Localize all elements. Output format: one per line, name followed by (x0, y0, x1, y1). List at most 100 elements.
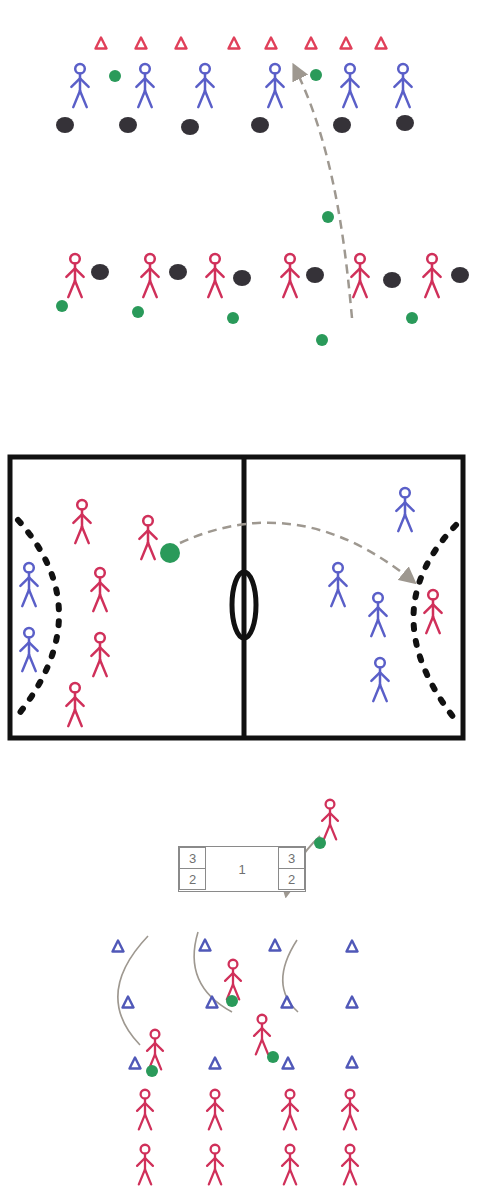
goal-zone: 3 (179, 847, 206, 869)
player (371, 658, 388, 701)
balls (146, 837, 326, 1077)
cone (347, 1057, 358, 1068)
player (424, 590, 441, 633)
pass-arrow (294, 66, 352, 318)
player (394, 64, 411, 107)
cone (123, 997, 134, 1008)
disc (119, 117, 137, 133)
player (137, 1145, 153, 1185)
cone (130, 1058, 141, 1069)
center-line (242, 457, 247, 738)
player (196, 64, 213, 107)
player (137, 1090, 153, 1130)
player (254, 1015, 270, 1055)
player (369, 593, 386, 636)
goal-zone: 3 (278, 847, 305, 869)
cone (282, 997, 293, 1008)
red-players (66, 500, 441, 726)
disc (91, 264, 109, 280)
cone (341, 38, 352, 49)
goal-zone: 2 (179, 868, 206, 890)
court-border (10, 457, 463, 738)
blue-cones (113, 940, 358, 1069)
player (147, 1030, 163, 1070)
blue-players (71, 64, 411, 107)
player (91, 568, 108, 611)
disc (233, 270, 251, 286)
red-players (137, 800, 358, 1185)
player (141, 254, 158, 297)
pass-arrow (180, 523, 414, 582)
player (20, 563, 37, 606)
player (73, 500, 90, 543)
black-discs (56, 115, 469, 288)
cone (229, 38, 240, 49)
disc (56, 117, 74, 133)
balls (56, 69, 418, 346)
court (10, 457, 463, 738)
player (329, 563, 346, 606)
cone (347, 941, 358, 952)
player (341, 64, 358, 107)
ball (56, 300, 68, 312)
player (322, 800, 338, 840)
zone-number: 3 (189, 852, 196, 865)
ball (132, 306, 144, 318)
goal-frame: 1 3 3 2 2 (178, 846, 306, 892)
player (266, 64, 283, 107)
cone (283, 1058, 294, 1069)
player (351, 254, 368, 297)
cone (176, 38, 187, 49)
blue-players (20, 488, 413, 701)
cone (96, 38, 107, 49)
ball (267, 1051, 279, 1063)
player (71, 64, 88, 107)
player (91, 633, 108, 676)
cone (113, 941, 124, 952)
player (396, 488, 413, 531)
zone-number: 1 (238, 863, 245, 876)
player (282, 1090, 298, 1130)
ball (406, 312, 418, 324)
cone (376, 38, 387, 49)
goal-area-arc (18, 520, 59, 715)
center-circle (232, 572, 256, 638)
cone (200, 940, 211, 951)
cone (136, 38, 147, 49)
player (66, 254, 83, 297)
player (225, 960, 241, 1000)
player (423, 254, 440, 297)
player (206, 254, 223, 297)
run-paths (118, 932, 298, 1045)
zone-number: 3 (288, 852, 295, 865)
disc (251, 117, 269, 133)
cone (210, 1058, 221, 1069)
ball (314, 837, 326, 849)
disc (396, 115, 414, 131)
ball (322, 211, 334, 223)
goal-area-arc (413, 525, 456, 718)
ball (109, 70, 121, 82)
cone (306, 38, 317, 49)
player (207, 1090, 223, 1130)
zone-number: 2 (189, 873, 196, 886)
red-players (66, 254, 440, 297)
ball (160, 543, 180, 563)
ball (310, 69, 322, 81)
disc (169, 264, 187, 280)
ball (226, 995, 238, 1007)
cone (207, 997, 218, 1008)
goal-zone: 2 (278, 868, 305, 890)
zone-number: 2 (288, 873, 295, 886)
player (207, 1145, 223, 1185)
ball (316, 334, 328, 346)
ball (146, 1065, 158, 1077)
player (342, 1090, 358, 1130)
player (282, 1145, 298, 1185)
player (136, 64, 153, 107)
cone (270, 940, 281, 951)
ball (227, 312, 239, 324)
cone (266, 38, 277, 49)
